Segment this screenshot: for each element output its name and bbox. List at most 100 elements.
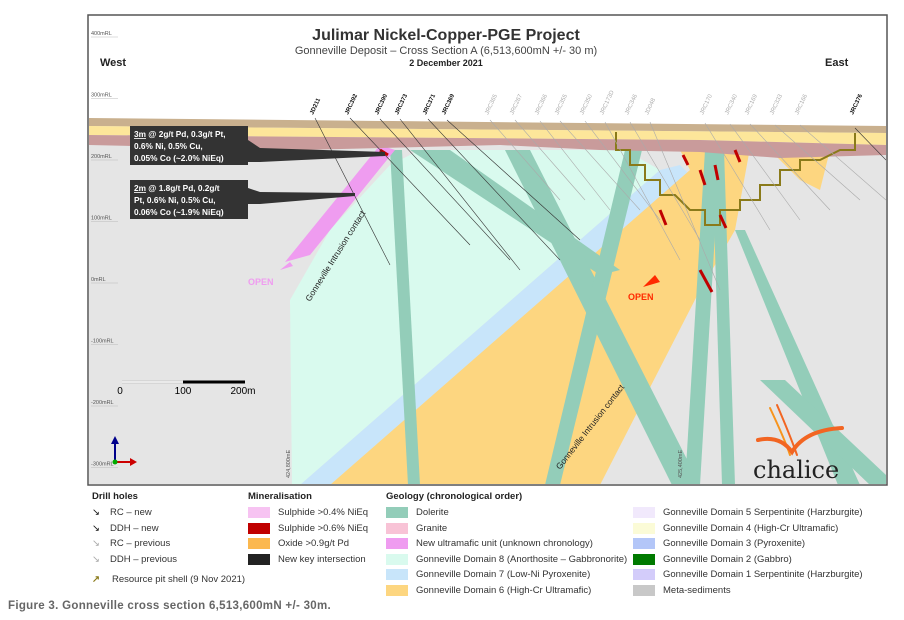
legend-drill-holes: Drill holes ↘ RC – new ↘ DDH – new ↘ RC – p…: [92, 491, 245, 588]
svg-text:2m @ 1.8g/t Pd, 0.2g/tPt, 0.6%: 2m @ 1.8g/t Pd, 0.2g/tPt, 0.6% Ni, 0.5% …: [134, 183, 224, 217]
rl-label: 100mRL: [91, 216, 112, 222]
drill-traces-new: [314, 117, 886, 271]
scale-tick: 100: [175, 386, 192, 397]
new-ultramafic-unit: [285, 145, 395, 262]
domain-6: [331, 148, 750, 484]
legend-label: DDH – previous: [110, 553, 178, 565]
east-label: East: [825, 57, 849, 69]
legend-item: Gonneville Domain 2 (Gabbro): [633, 552, 863, 568]
legend-swatch: [633, 553, 655, 565]
scale-tick: 0: [117, 386, 123, 397]
legend-item: Granite: [386, 521, 627, 537]
legend-swatch: [633, 584, 655, 596]
legend-label: Gonneville Domain 1 Serpentinite (Harzbu…: [663, 569, 863, 581]
legend-swatch: [633, 522, 655, 534]
legend-swatch: [386, 538, 408, 550]
legend-label: Resource pit shell (9 Nov 2021): [112, 574, 246, 586]
rl-label: 0mRL: [91, 277, 106, 283]
legend-item: Sulphide >0.4% NiEq: [248, 505, 368, 521]
pit-shell-icon: ↗: [92, 574, 100, 586]
callout-pointer-1: [248, 140, 385, 162]
scale-tick: 200m: [230, 386, 255, 397]
legend-label: DDH – new: [110, 522, 159, 534]
rl-label: -200mRL: [91, 400, 114, 406]
legend-label: Gonneville Domain 4 (High-Cr Ultramafic): [663, 522, 839, 534]
rc-previous-icon: ↘: [92, 538, 100, 550]
open-arrow-east: [643, 275, 660, 287]
subtitle: Gonneville Deposit – Cross Section A (6,…: [295, 45, 597, 57]
easting-label: 424,800mE: [286, 450, 292, 478]
legend-item: Gonneville Domain 8 (Anorthosite – Gabbr…: [386, 552, 627, 568]
legend-label: New key intersection: [278, 553, 366, 565]
legend-label: Dolerite: [416, 507, 449, 519]
ddh-previous-icon: ↘: [92, 553, 100, 565]
legend-label: Gonneville Domain 3 (Pyroxenite): [663, 538, 806, 550]
legend-title: Geology (chronological order): [386, 491, 523, 502]
legend-swatch: [248, 507, 270, 519]
rl-label: 400mRL: [91, 31, 112, 37]
oxide-layer: [89, 126, 886, 145]
legend-swatch: [386, 507, 408, 519]
legend-swatch: [386, 569, 408, 581]
open-label-west: OPEN: [248, 277, 274, 287]
easting-label: 425,400mE: [678, 450, 684, 478]
rl-label: -100mRL: [91, 339, 114, 345]
legend-label: Sulphide >0.4% NiEq: [278, 507, 369, 519]
chalice-logo-mark: [756, 404, 844, 456]
chalice-logo: chalice: [753, 456, 839, 484]
legend-swatch: [386, 553, 408, 565]
legend-label: RC – previous: [110, 538, 171, 550]
surface-band: [89, 118, 886, 133]
open-label-east: OPEN: [628, 292, 654, 302]
dolerite-dykes: [390, 150, 886, 484]
legend-item: Gonneville Domain 3 (Pyroxenite): [633, 536, 863, 552]
legend-swatch: [633, 507, 655, 519]
callout-pointer-2: [248, 188, 355, 204]
callout-1: 3m @ 2g/t Pd, 0.3g/t Pt,0.6% Ni, 0.5% Cu…: [130, 126, 248, 165]
legend-item: Oxide >0.9g/t Pd: [248, 536, 368, 552]
legend-item: Gonneville Domain 7 (Low-Ni Pyroxenite): [386, 567, 627, 583]
domain-7: [301, 165, 700, 484]
rl-label: -300mRL: [91, 462, 114, 468]
legend-swatch: [633, 569, 655, 581]
legend-item: New ultramafic unit (unknown chronology): [386, 536, 627, 552]
legend-label: Gonneville Domain 8 (Anorthosite – Gabbr…: [416, 553, 628, 565]
rl-label: 300mRL: [91, 93, 112, 99]
legend-swatch: [248, 553, 270, 565]
legend-item: Gonneville Domain 1 Serpentinite (Harzbu…: [633, 567, 863, 583]
west-label: West: [100, 57, 126, 69]
legend-item: Gonneville Domain 6 (High-Cr Ultramafic): [386, 583, 627, 599]
legend-label: New ultramafic unit (unknown chronology): [416, 538, 593, 550]
axis-origin: [112, 459, 118, 465]
legend-label: RC – new: [110, 507, 152, 519]
legend-swatch: [386, 584, 408, 596]
legend-label: Gonneville Domain 7 (Low-Ni Pyroxenite): [416, 569, 591, 581]
clay-layer: [89, 135, 886, 158]
legend-label: Granite: [416, 522, 448, 534]
legend-item: New key intersection: [248, 552, 368, 568]
date: 2 December 2021: [409, 58, 483, 68]
legend-label: Gonneville Domain 6 (High-Cr Ultramafic): [416, 584, 592, 596]
legend-item: Gonneville Domain 4 (High-Cr Ultramafic): [633, 521, 863, 537]
legend-swatch: [386, 522, 408, 534]
ddh-new-icon: ↘: [92, 522, 100, 534]
legend-title: Drill holes: [92, 491, 138, 502]
legend-label: Meta-sediments: [663, 584, 731, 596]
legend-title: Mineralisation: [248, 491, 312, 502]
legend-swatch: [633, 538, 655, 550]
legend-swatch: [248, 522, 270, 534]
legend-label: Oxide >0.9g/t Pd: [278, 538, 350, 550]
legend-label: Sulphide >0.6% NiEq: [278, 522, 369, 534]
legend-item: Meta-sediments: [633, 583, 863, 599]
svg-text:3m @ 2g/t Pd, 0.3g/t Pt,0.6% N: 3m @ 2g/t Pd, 0.3g/t Pt,0.6% Ni, 0.5% Cu…: [134, 129, 226, 163]
title: Julimar Nickel-Copper-PGE Project: [312, 27, 580, 44]
legend-item: Sulphide >0.6% NiEq: [248, 521, 368, 537]
legend-geology-2: Gonneville Domain 5 Serpentinite (Harzbu…: [633, 505, 863, 598]
legend-label: Gonneville Domain 5 Serpentinite (Harzbu…: [663, 507, 863, 519]
open-arrow-west: [280, 262, 293, 270]
rc-new-icon: ↘: [92, 507, 100, 519]
